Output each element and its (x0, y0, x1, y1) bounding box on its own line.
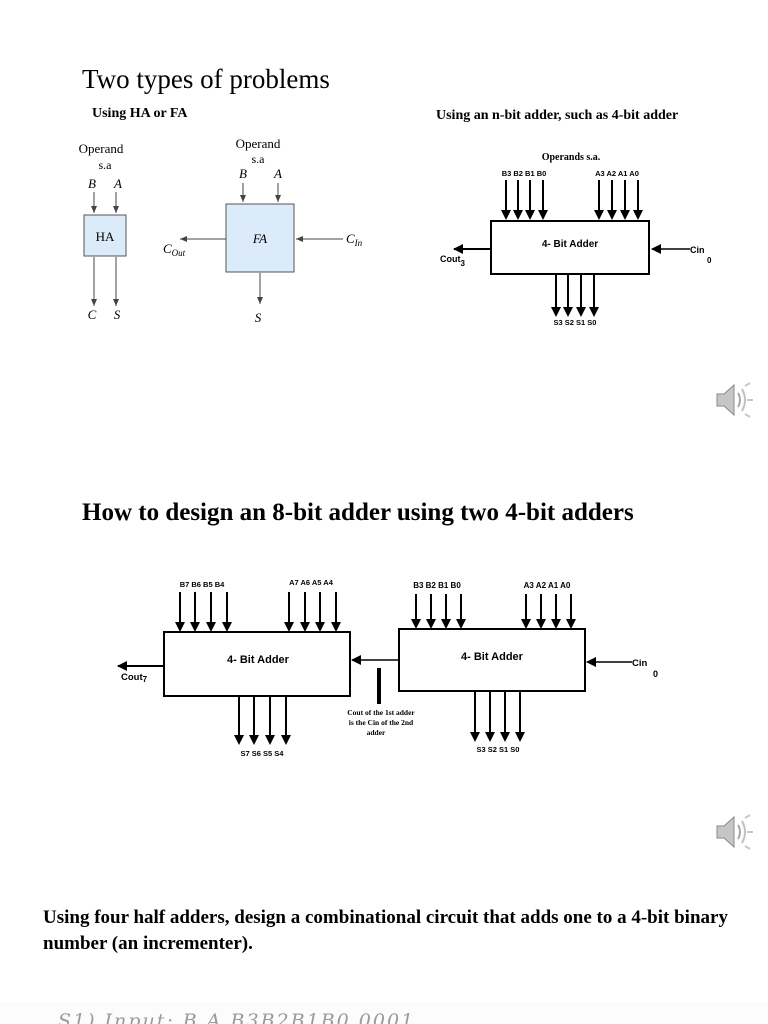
left-input-arrow-head (190, 622, 200, 632)
ha-operand-label: Operand (79, 141, 124, 156)
nbit-input-arrow-head (607, 210, 617, 220)
left-output-arrow-head (234, 735, 244, 745)
ha-block-label: HA (96, 229, 115, 244)
fa-operand-sa: s.a (252, 152, 266, 166)
right-outputs: S3 S2 S1 S0 (477, 745, 520, 754)
left-b-inputs: B7 B6 B5 B4 (180, 580, 225, 589)
nbit-output-arrows (551, 275, 599, 317)
right-input-arrow-head (456, 619, 466, 629)
fa-cin-label: CIn (346, 231, 363, 248)
right-input-arrow-head (411, 619, 421, 629)
left-input-arrow-head (206, 622, 216, 632)
right-adder-block (398, 628, 586, 692)
nbit-output-arrow-head (576, 307, 586, 317)
slide2-title: How to design an 8-bit adder using two 4… (82, 499, 634, 526)
left-output-arrow-head (249, 735, 259, 745)
speaker-icon[interactable] (714, 812, 754, 852)
right-input-arrow-head (426, 619, 436, 629)
handwritten-notes: S1) Input: B.A B3B2B1B0 0001 (58, 1010, 416, 1024)
left-adder-label: 4- Bit Adder (227, 654, 290, 666)
right-input-arrow-head (551, 619, 561, 629)
nbit-block (490, 220, 650, 275)
nbit-cin-label: Cin (690, 245, 705, 255)
right-output-arrow-head (515, 732, 525, 742)
fa-operand-label: Operand (236, 136, 281, 151)
fa-input-a: A (273, 166, 282, 181)
right-input-arrow-head (536, 619, 546, 629)
left-adder-block (163, 631, 351, 697)
nbit-cin-sub: 0 (707, 256, 712, 265)
ha-input-a: A (113, 176, 122, 191)
left-input-arrows (175, 592, 341, 632)
nbit-input-arrow-head (594, 210, 604, 220)
nbit-input-arrow-head (513, 210, 523, 220)
nbit-cout-label: Cout3 (440, 254, 466, 268)
fa-output-s: S (255, 310, 262, 325)
right-adder-label: 4- Bit Adder (461, 651, 524, 663)
fa-block (225, 203, 295, 273)
speaker-icon[interactable] (714, 380, 754, 420)
nbit-input-arrow-head (620, 210, 630, 220)
nbit-input-arrow-head (525, 210, 535, 220)
right-input-arrows (411, 594, 576, 629)
carry-note-line1: Cout of the 1st adder (347, 708, 415, 717)
right-cin-sub: 0 (653, 669, 658, 679)
slide1-title: Two types of problems (82, 64, 330, 94)
carry-note-line3: adder (367, 728, 386, 737)
ha-operand-sa: s.a (99, 158, 113, 172)
ha-block (83, 214, 127, 257)
fa-block-label: FA (252, 231, 267, 246)
left-outputs: S7 S6 S5 S4 (241, 749, 285, 758)
ha-input-b: B (88, 176, 96, 191)
right-b-inputs: B3 B2 B1 B0 (413, 581, 461, 590)
nbit-a-inputs: A3 A2 A1 A0 (595, 169, 639, 178)
eight-bit-adder-diagram: B7 B6 B5 B4 A7 A6 A5 A4 4- Bit Adder Cou… (117, 578, 658, 758)
ha-fa-nbit-diagram: Operand s.a B A HA C S Operand s.a B A F… (79, 136, 712, 327)
left-input-arrow-head (222, 622, 232, 632)
nbit-operands-label: Operands s.a. (542, 152, 601, 163)
left-output-arrow-head (265, 735, 275, 745)
nbit-output-arrow-head (563, 307, 573, 317)
left-input-arrow-head (331, 622, 341, 632)
nbit-input-arrows (501, 180, 643, 220)
ha-output-s: S (114, 307, 121, 322)
nbit-input-arrow-head (538, 210, 548, 220)
left-input-arrow-head (315, 622, 325, 632)
left-input-arrow-head (300, 622, 310, 632)
left-input-arrow-head (284, 622, 294, 632)
left-output-arrow-head (281, 735, 291, 745)
ha-output-c: C (88, 307, 97, 322)
right-input-arrow-head (521, 619, 531, 629)
left-a-inputs: A7 A6 A5 A4 (289, 578, 334, 587)
right-output-arrow-head (500, 732, 510, 742)
carry-note-line2: is the Cin of the 2nd (349, 718, 414, 727)
carry-marker (377, 668, 381, 704)
right-output-arrow-head (485, 732, 495, 742)
fa-cout-label: COut (163, 241, 186, 258)
nbit-input-arrow-head (501, 210, 511, 220)
handwritten-notes-area: S1) Input: B.A B3B2B1B0 0001 (0, 1002, 768, 1024)
nbit-input-arrow-head (633, 210, 643, 220)
nbit-outputs: S3 S2 S1 S0 (554, 318, 597, 327)
left-cout-label: Cout7 (121, 672, 148, 684)
left-output-arrows (234, 697, 291, 745)
slide1-right-subtitle: Using an n-bit adder, such as 4-bit adde… (436, 108, 679, 123)
right-a-inputs: A3 A2 A1 A0 (524, 581, 571, 590)
fa-input-b: B (239, 166, 247, 181)
nbit-b-inputs: B3 B2 B1 B0 (502, 169, 547, 178)
right-input-arrow-head (441, 619, 451, 629)
nbit-output-arrow-head (589, 307, 599, 317)
left-input-arrow-head (175, 622, 185, 632)
right-cin-label: Cin (632, 658, 648, 669)
right-input-arrow-head (566, 619, 576, 629)
right-output-arrows (470, 692, 525, 742)
right-output-arrow-head (470, 732, 480, 742)
problem-statement: Using four half adders, design a combina… (43, 907, 728, 954)
nbit-block-label: 4- Bit Adder (542, 239, 598, 250)
nbit-output-arrow-head (551, 307, 561, 317)
slide1-left-subtitle: Using HA or FA (92, 106, 188, 121)
